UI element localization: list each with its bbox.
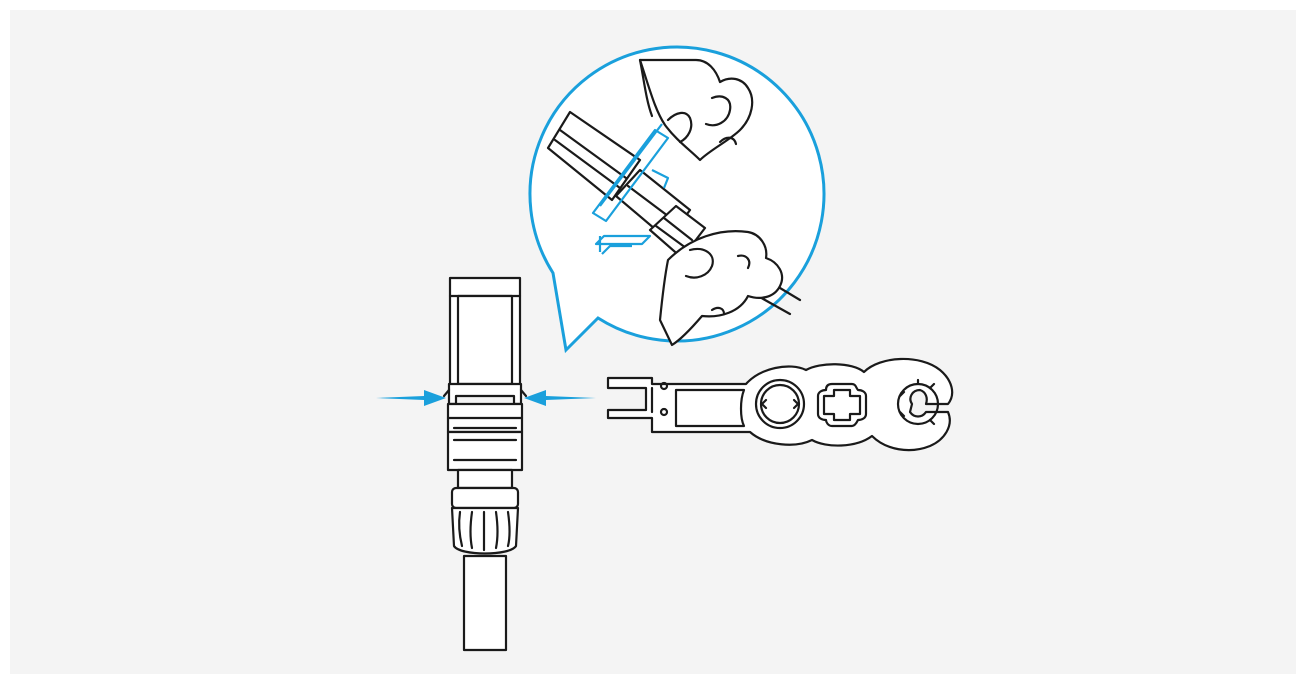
squeeze-arrow-left-icon — [376, 390, 446, 406]
unlock-spanner-icon — [608, 359, 952, 450]
connector-icon — [444, 278, 526, 650]
squeeze-arrow-right-icon — [524, 390, 596, 406]
